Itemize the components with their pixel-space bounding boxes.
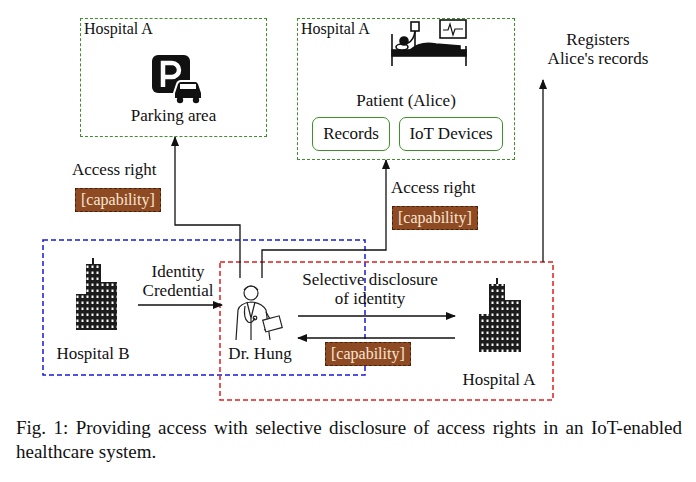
hospital-a-building bbox=[496, 278, 498, 284]
hospital-node: Hospital A bbox=[455, 280, 543, 392]
edge-label: Identity Credential bbox=[136, 262, 220, 300]
parking-icon bbox=[177, 97, 183, 103]
doctor-figure bbox=[244, 286, 258, 290]
register-arrow bbox=[542, 80, 543, 262]
hospital-b-region bbox=[43, 240, 365, 375]
patient-bed-icon bbox=[440, 20, 466, 38]
hospital-a-building bbox=[479, 314, 489, 352]
device-box: IoT Devices bbox=[399, 117, 503, 151]
hospital-a-building bbox=[489, 284, 505, 352]
edge-label: Access right bbox=[72, 160, 157, 179]
connector-arrow bbox=[262, 160, 386, 278]
hospital-b-building bbox=[92, 258, 94, 264]
hospital-zone: Hospital A Parking area bbox=[80, 18, 267, 137]
hospital-a-building bbox=[505, 300, 521, 352]
patient-bed-icon bbox=[400, 37, 408, 45]
doctor-figure bbox=[244, 306, 255, 323]
hospital-a-building bbox=[479, 278, 521, 352]
connector-arrow bbox=[175, 137, 240, 278]
parking-icon bbox=[174, 81, 202, 99]
hospital-a-region bbox=[220, 262, 553, 400]
hospital-b-building bbox=[76, 258, 117, 330]
patient-bed-icon bbox=[443, 24, 463, 35]
doctor-figure bbox=[244, 286, 258, 300]
doctor-figure bbox=[253, 316, 257, 320]
hospital-b-building bbox=[76, 294, 86, 330]
connector-arrow bbox=[298, 337, 455, 338]
edge-label: Access right bbox=[391, 178, 476, 197]
patient-bed-icon bbox=[392, 20, 466, 66]
doctor-node: Dr. Hung bbox=[222, 278, 298, 368]
capability-token: [capability] bbox=[75, 188, 161, 212]
parking-icon bbox=[193, 97, 199, 103]
hospital-zone: Hospital A Patient (Alice) Records IoT Devi… bbox=[297, 18, 515, 160]
box-label: Records bbox=[323, 124, 379, 144]
box-label: Parking area bbox=[131, 106, 216, 126]
box-heading: Hospital A bbox=[301, 20, 370, 38]
record-box: Records bbox=[312, 117, 390, 151]
parking-icon bbox=[152, 55, 202, 103]
parking-icon bbox=[180, 84, 196, 89]
doctor-figure bbox=[236, 286, 282, 340]
hospital-node: Hospital B bbox=[48, 262, 138, 368]
hospital-b-building bbox=[86, 264, 101, 330]
box-label: Patient (Alice) bbox=[356, 91, 456, 111]
patient-bed-icon bbox=[410, 43, 460, 50]
connector-arrow bbox=[138, 304, 222, 305]
box-label: Hospital A bbox=[462, 370, 535, 390]
hospital-b-building bbox=[101, 282, 117, 330]
note-label: Registers Alice's records bbox=[545, 30, 651, 68]
box-label: Hospital B bbox=[56, 344, 129, 364]
figure-caption: Fig. 1: Providing access with selective … bbox=[16, 416, 682, 464]
box-heading: Hospital A bbox=[84, 20, 153, 38]
doctor-figure bbox=[263, 316, 283, 332]
doctor-figure bbox=[247, 302, 255, 318]
patient-bed-icon bbox=[411, 22, 419, 31]
patient-bed-icon bbox=[408, 31, 415, 43]
patient-bed-icon bbox=[392, 50, 466, 56]
edge-label: Selective disclosure of identity bbox=[295, 270, 445, 308]
connector-arrow bbox=[298, 315, 455, 316]
box-label: Dr. Hung bbox=[228, 344, 291, 364]
doctor-figure bbox=[250, 318, 251, 340]
box-label: IoT Devices bbox=[409, 124, 492, 144]
capability-token: [capability] bbox=[392, 206, 478, 230]
capability-token: [capability] bbox=[325, 342, 411, 366]
